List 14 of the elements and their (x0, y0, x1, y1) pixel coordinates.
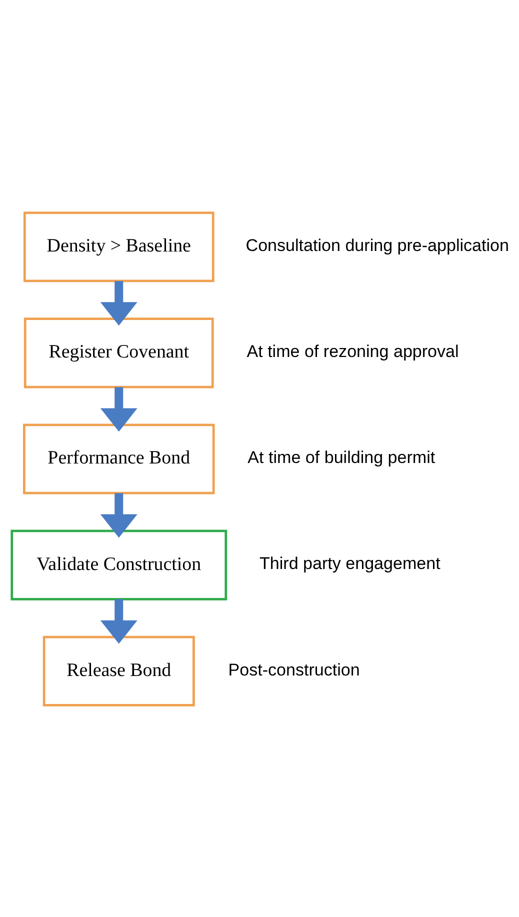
node-box: Performance Bond (23, 423, 215, 494)
node-box: Register Covenant (24, 317, 214, 388)
node-label: Consultation during pre-application (246, 236, 509, 255)
node-label: Third party engagement (260, 554, 440, 573)
node-box: Density > Baseline (23, 211, 214, 282)
node-label: Post-construction (228, 660, 360, 679)
arrow (100, 386, 138, 432)
node-label: At time of rezoning approval (246, 342, 459, 361)
node-label: At time of building permit (248, 448, 436, 467)
arrow (100, 598, 138, 644)
arrow (100, 492, 138, 538)
arrow (100, 280, 138, 326)
node-box: Validate Construction (10, 529, 228, 600)
node-box: Release Bond (42, 635, 195, 706)
